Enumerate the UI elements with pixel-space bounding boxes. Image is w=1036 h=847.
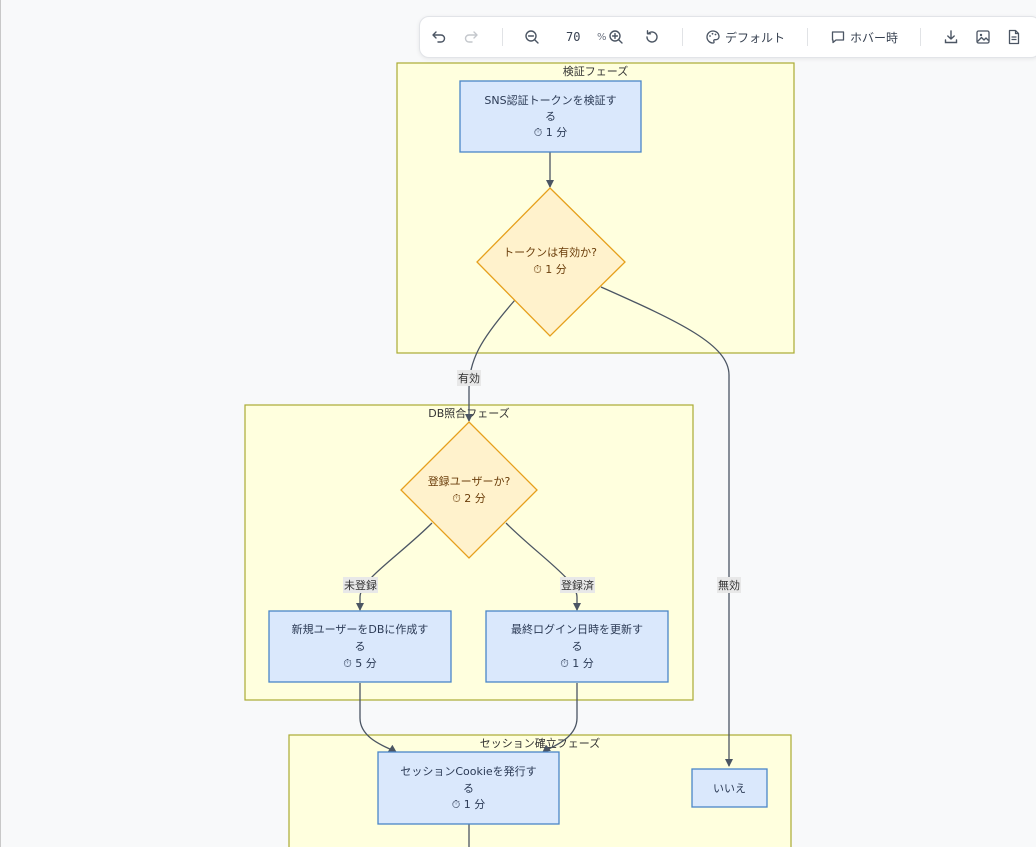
canvas-left-border <box>0 0 1 847</box>
svg-text:トークンは有効か?: トークンは有効か? <box>503 245 597 259</box>
zoom-out-icon <box>525 30 539 44</box>
comment-icon <box>831 31 845 44</box>
zoom-in-icon <box>609 30 623 44</box>
reset-icon <box>646 30 658 43</box>
svg-text:最終ログイン日時を更新す: 最終ログイン日時を更新す <box>511 622 643 636</box>
svg-text:新規ユーザーをDBに作成す: 新規ユーザーをDBに作成す <box>292 622 429 636</box>
theme-label: デフォルト <box>725 30 786 45</box>
node-registered-user-decision[interactable]: 登録ユーザーか? ⏱ 2 分 <box>400 421 538 559</box>
svg-text:⏱ 1 分: ⏱ 1 分 <box>533 263 567 276</box>
svg-text:登録済: 登録済 <box>561 578 594 592</box>
edges <box>356 152 733 847</box>
zoom-in-button[interactable] <box>608 17 624 57</box>
redo-icon <box>464 31 478 43</box>
toolbar-divider <box>807 28 808 46</box>
edge-registered <box>505 522 581 611</box>
edge-valid <box>465 299 516 422</box>
svg-text:⏱ 1 分: ⏱ 1 分 <box>534 126 568 139</box>
undo-button[interactable] <box>431 17 447 57</box>
theme-button[interactable]: デフォルト <box>705 17 785 57</box>
svg-text:⏱ 2 分: ⏱ 2 分 <box>452 492 486 505</box>
cluster-verify-label: 検証フェーズ <box>563 64 628 78</box>
edge-label-invalid: 無効 <box>717 577 741 593</box>
palette-icon <box>706 30 720 44</box>
node-no[interactable]: いいえ <box>691 768 768 808</box>
svg-text:る: る <box>463 782 474 795</box>
download-icon <box>944 30 958 44</box>
edge-invalid <box>600 286 733 767</box>
document-icon <box>1008 29 1020 45</box>
edge-create-to-cookie <box>359 683 397 753</box>
svg-text:未登録: 未登録 <box>344 578 377 592</box>
svg-text:⏱ 1 分: ⏱ 1 分 <box>452 798 486 811</box>
node-issue-session-cookie[interactable]: セッションCookieを発行す る ⏱ 1 分 <box>377 751 560 825</box>
edge-label-registered: 登録済 <box>560 577 595 593</box>
svg-text:⏱ 5 分: ⏱ 5 分 <box>343 657 377 670</box>
zoom-level-field[interactable]: 70 <box>566 17 580 57</box>
svg-text:登録ユーザーか?: 登録ユーザーか? <box>428 474 511 488</box>
node-verify-sns-token[interactable]: SNS認証トークンを検証す る ⏱ 1 分 <box>459 80 642 153</box>
diagram-toolbar: 70 % デフォルト ホバー時 <box>419 16 1036 58</box>
edge-label-valid: 有効 <box>457 370 481 386</box>
svg-text:る: る <box>545 110 556 123</box>
zoom-unit: % <box>597 31 607 43</box>
svg-text:る: る <box>572 640 583 653</box>
zoom-out-button[interactable] <box>524 17 540 57</box>
zoom-value: 70 <box>566 30 581 44</box>
image-icon <box>976 30 990 44</box>
svg-text:無効: 無効 <box>718 578 740 592</box>
svg-text:有効: 有効 <box>458 371 480 385</box>
svg-text:セッションCookieを発行す: セッションCookieを発行す <box>400 764 536 778</box>
export-document-button[interactable] <box>1006 17 1022 57</box>
download-button[interactable] <box>943 17 959 57</box>
redo-button[interactable] <box>463 17 479 57</box>
node-create-user[interactable]: 新規ユーザーをDBに作成す る ⏱ 5 分 <box>268 610 452 683</box>
svg-text:SNS認証トークンを検証す: SNS認証トークンを検証す <box>484 93 616 107</box>
toolbar-divider <box>682 28 683 46</box>
node-update-last-login[interactable]: 最終ログイン日時を更新す る ⏱ 1 分 <box>485 610 669 683</box>
edge-update-to-cookie <box>542 683 578 753</box>
svg-text:いいえ: いいえ <box>713 782 746 795</box>
node-token-valid-decision[interactable]: トークンは有効か? ⏱ 1 分 <box>476 187 626 337</box>
svg-text:る: る <box>355 640 366 653</box>
hover-mode-label: ホバー時 <box>850 30 899 45</box>
toolbar-divider <box>920 28 921 46</box>
toolbar-divider <box>502 28 503 46</box>
edge-label-unregistered: 未登録 <box>343 577 378 593</box>
svg-text:⏱ 1 分: ⏱ 1 分 <box>560 657 594 670</box>
hover-mode-button[interactable]: ホバー時 <box>830 17 898 57</box>
export-image-button[interactable] <box>975 17 991 57</box>
cluster-session-label: セッション確立フェーズ <box>480 736 600 750</box>
undo-icon <box>432 31 446 43</box>
edge-unregistered <box>356 522 433 611</box>
reset-zoom-button[interactable] <box>644 17 660 57</box>
